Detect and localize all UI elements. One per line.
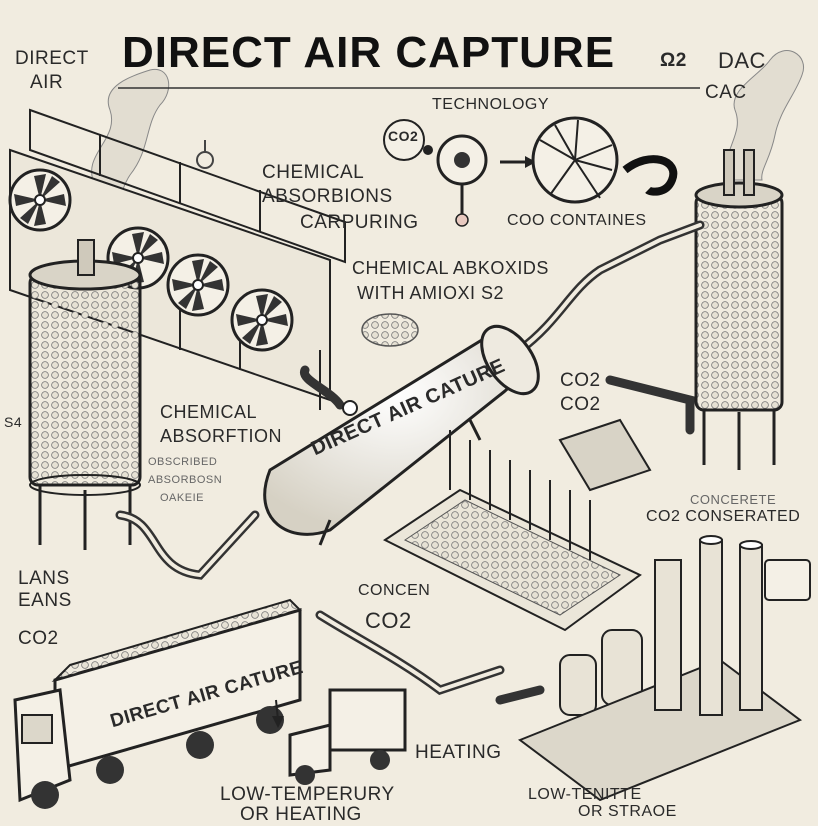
faint-label-3: OAKEIE	[160, 492, 204, 504]
chemical-absorption-1: CHEMICAL	[160, 402, 258, 422]
low-temperury-label-1: LOW-TEMPERURY	[220, 784, 395, 805]
title-symbol: Ω2	[660, 50, 687, 71]
co2-label-left: CO2	[18, 628, 59, 649]
co2-label-right-1: CO2	[560, 370, 601, 391]
top-right-label-2: CAC	[705, 82, 747, 103]
coo-containes-label: COO CONTAINES	[507, 212, 647, 229]
smoke-swirl-icon	[622, 155, 678, 196]
heating-label: HEATING	[415, 742, 502, 763]
co2-conserated-label: CO2 CONSERATED	[646, 508, 801, 525]
valve-cluster	[361, 313, 419, 347]
truck-small	[288, 688, 407, 785]
smoke-plume-right	[726, 50, 805, 181]
chemical-absorbions-2: ABSORBIONS	[262, 186, 393, 207]
chemical-abkoxids-1: CHEMICAL ABKOXIDS	[352, 258, 549, 278]
chimney-stacks	[654, 535, 763, 716]
top-left-label-1: DIRECT	[15, 48, 89, 69]
top-right-label-1: DAC	[718, 48, 766, 73]
eans-label: EANS	[18, 590, 72, 611]
chemical-absorption-2: ABSORFTION	[160, 426, 283, 446]
fan-unit-large	[531, 116, 619, 204]
co2-label-top: CO2	[388, 128, 419, 144]
co2-sensor	[383, 119, 433, 161]
co2-label-mid: CO2	[365, 608, 412, 633]
arrow-head-icon	[525, 156, 536, 168]
chemical-abkoxids-2: WITH AMIOXI S2	[357, 283, 505, 303]
sorbent-bed	[383, 418, 652, 632]
absorber-column-right	[694, 149, 784, 470]
fan-icon	[8, 168, 72, 232]
top-left-label-2: AIR	[30, 72, 64, 93]
low-temperury-label-2: OR HEATING	[240, 804, 362, 825]
valve-icon	[196, 140, 214, 169]
lans-label: LANS	[18, 568, 70, 589]
s4-label: S4	[4, 414, 23, 430]
low-tenitte-label-2: OR STRAOE	[578, 803, 677, 820]
small-van-right	[764, 559, 811, 601]
truck-large	[13, 598, 302, 809]
chemical-absorbions-1: CHEMICAL	[262, 162, 365, 183]
fan-unit-small	[436, 134, 488, 227]
arrow-head-icon	[272, 716, 284, 728]
faint-label-1: OBSCRIBED	[148, 456, 218, 468]
concerete-label: CONCERETE	[690, 492, 777, 507]
faint-label-2: ABSORBOSN	[148, 474, 223, 486]
subtitle: TECHNOLOGY	[432, 96, 550, 113]
absorber-column-left	[28, 239, 142, 550]
page-title: DIRECT AIR CAPTURE	[122, 28, 616, 77]
low-tenitte-label-1: LOW-TENITTE	[528, 786, 642, 803]
storage-tanks	[517, 629, 803, 802]
fan-icon	[230, 288, 294, 352]
chemical-absorbions-3: CARPURING	[300, 212, 419, 233]
concen-label: CONCEN	[358, 582, 431, 599]
co2-label-right-2: CO2	[560, 394, 601, 415]
capture-tank	[263, 324, 540, 546]
fan-icon	[166, 253, 230, 317]
